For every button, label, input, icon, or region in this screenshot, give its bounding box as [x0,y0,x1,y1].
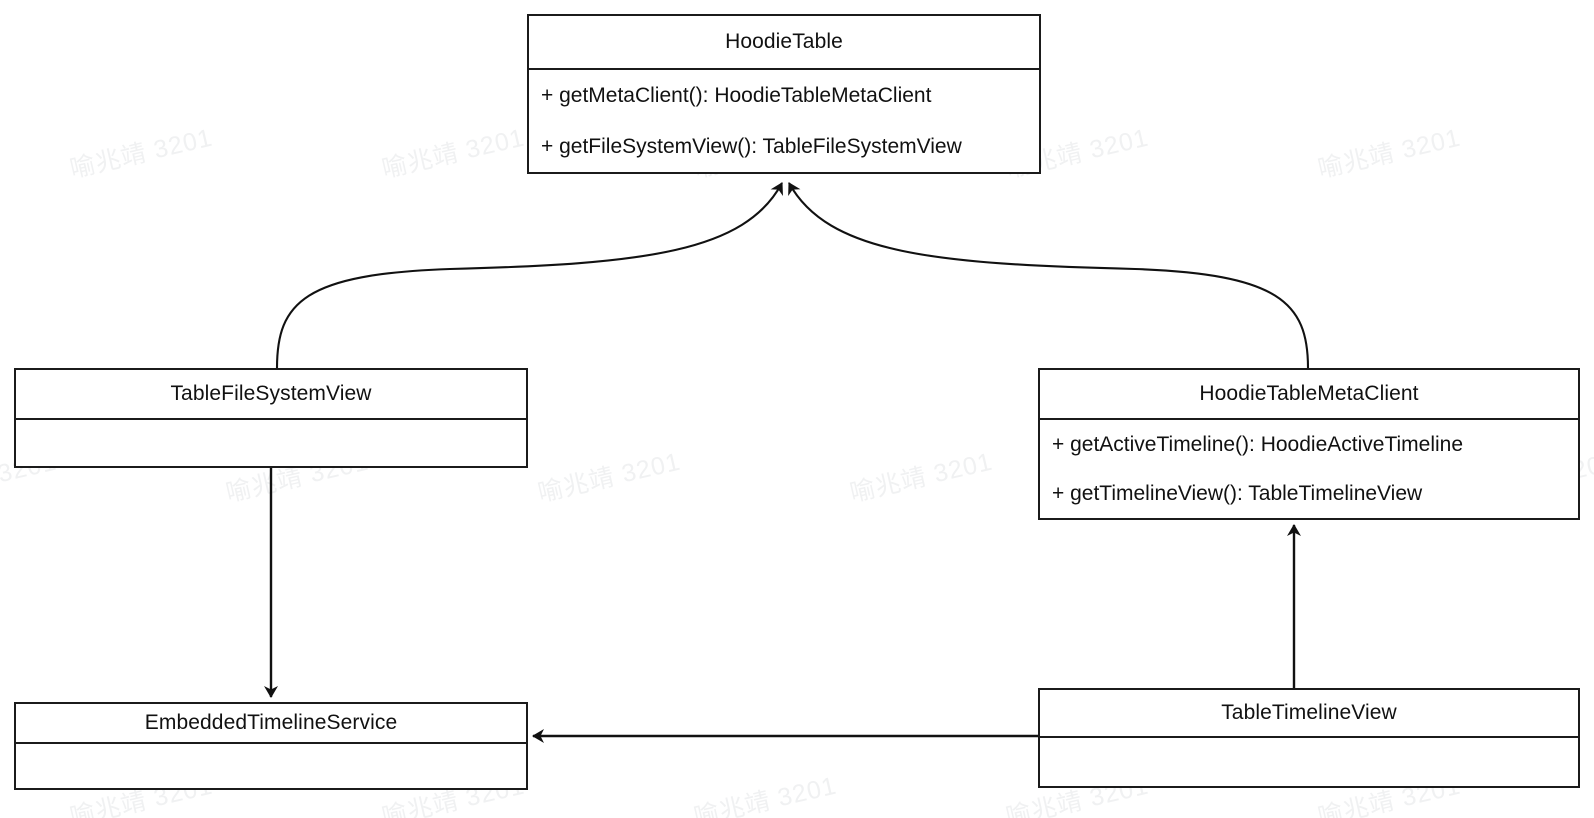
class-member: + getActiveTimeline(): HoodieActiveTimel… [1052,432,1464,456]
class-members-table-timeline-view [1040,738,1578,786]
class-members-hoodie-table: + getMetaClient(): HoodieTableMetaClient… [529,70,1039,172]
connector-tfsv-to-hoodietable [275,182,783,369]
class-name-table-timeline-view: TableTimelineView [1040,690,1578,738]
class-box-table-file-system-view[interactable]: TableFileSystemView [14,368,528,468]
class-name-hoodie-table-meta-client: HoodieTableMetaClient [1040,370,1578,420]
class-box-table-timeline-view[interactable]: TableTimelineView [1038,688,1580,788]
connector-metaclient-to-hoodietable [788,182,1310,369]
class-member: + getTimelineView(): TableTimelineView [1052,481,1423,505]
class-member: + getFileSystemView(): TableFileSystemVi… [541,134,962,158]
watermark-text: 喻兆靖 3201 [691,771,840,818]
class-box-hoodie-table-meta-client[interactable]: HoodieTableMetaClient + getActiveTimeline… [1038,368,1580,520]
class-box-embedded-timeline-service[interactable]: EmbeddedTimelineService [14,702,528,790]
class-name-hoodie-table: HoodieTable [529,16,1039,70]
watermark-text: 喻兆靖 3201 [379,123,528,184]
watermark-text: 喻兆靖 3201 [67,123,216,184]
watermark-text: 喻兆靖 3201 [847,447,996,508]
watermark-text: 喻兆靖 3201 [1315,123,1464,184]
class-box-hoodie-table[interactable]: HoodieTable+ getMetaClient(): HoodieTabl… [527,14,1041,174]
class-name-embedded-timeline-service: EmbeddedTimelineService [16,704,526,744]
class-members-table-file-system-view [16,420,526,466]
class-members-hoodie-table-meta-client: + getActiveTimeline(): HoodieActiveTimel… [1040,420,1578,518]
class-member: + getMetaClient(): HoodieTableMetaClient [541,83,932,107]
class-members-embedded-timeline-service [16,744,526,788]
watermark-text: 喻兆靖 3201 [535,447,684,508]
class-name-table-file-system-view: TableFileSystemView [16,370,526,420]
